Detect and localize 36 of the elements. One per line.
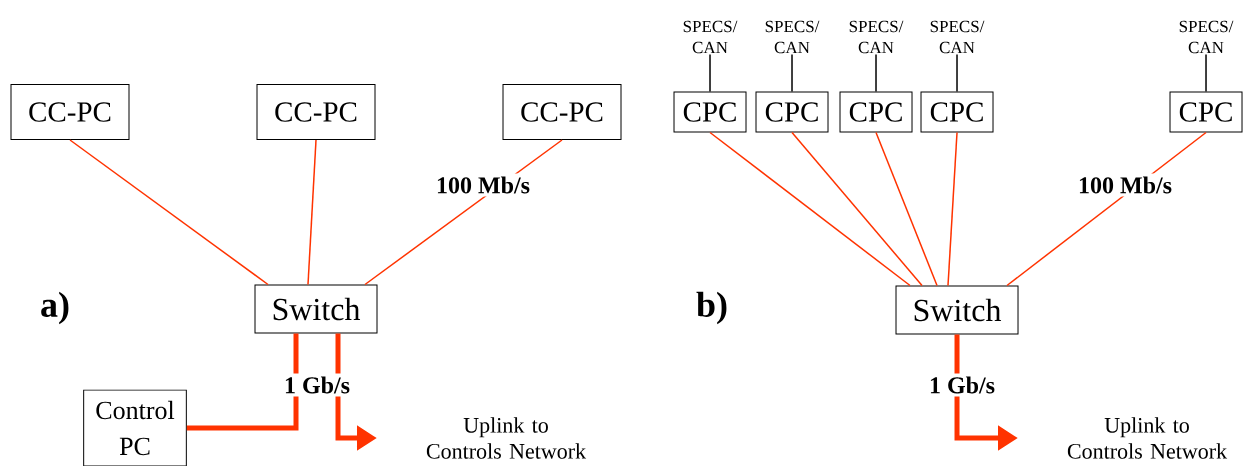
- network-pc-box: CC-PC: [502, 84, 622, 140]
- network-link: [709, 131, 911, 287]
- control-pc-box: Control PC: [83, 389, 187, 466]
- network-link: [186, 333, 299, 431]
- edge-label: 1 Gb/s: [926, 373, 998, 397]
- network-link: [1205, 53, 1207, 93]
- switch-box: Switch: [895, 285, 1019, 335]
- network-link: [709, 53, 711, 93]
- edge-label: 100 Mb/s: [1075, 173, 1175, 197]
- panel-label: a): [41, 291, 69, 325]
- network-link: [307, 139, 317, 286]
- network-link: [69, 139, 269, 286]
- network-link: [875, 131, 938, 287]
- edge-label: 1 Gb/s: [281, 373, 353, 397]
- network-link: [875, 53, 877, 93]
- network-link: [947, 131, 958, 287]
- network-link: [956, 53, 958, 93]
- cpc-box: CPC: [673, 91, 747, 133]
- cpc-box: CPC: [1169, 91, 1243, 133]
- network-pc-box: CC-PC: [256, 84, 376, 140]
- bus-label: SPECS/ CAN: [930, 20, 985, 54]
- network-pc-box: CC-PC: [10, 84, 130, 140]
- edge-label: 100 Mb/s: [433, 173, 533, 197]
- uplink-label: Uplink to Controls Network: [426, 417, 587, 459]
- cpc-box: CPC: [839, 91, 913, 133]
- uplink-label: Uplink to Controls Network: [1067, 417, 1228, 459]
- cpc-box: CPC: [755, 91, 829, 133]
- panel-label: b): [696, 291, 727, 325]
- bus-label: SPECS/ CAN: [1179, 20, 1234, 54]
- bus-label: SPECS/ CAN: [683, 20, 738, 54]
- switch-box: Switch: [254, 284, 378, 334]
- network-link: [791, 131, 923, 287]
- bus-label: SPECS/ CAN: [849, 20, 904, 54]
- bus-label: SPECS/ CAN: [765, 20, 820, 54]
- network-link: [791, 53, 793, 93]
- cpc-box: CPC: [920, 91, 994, 133]
